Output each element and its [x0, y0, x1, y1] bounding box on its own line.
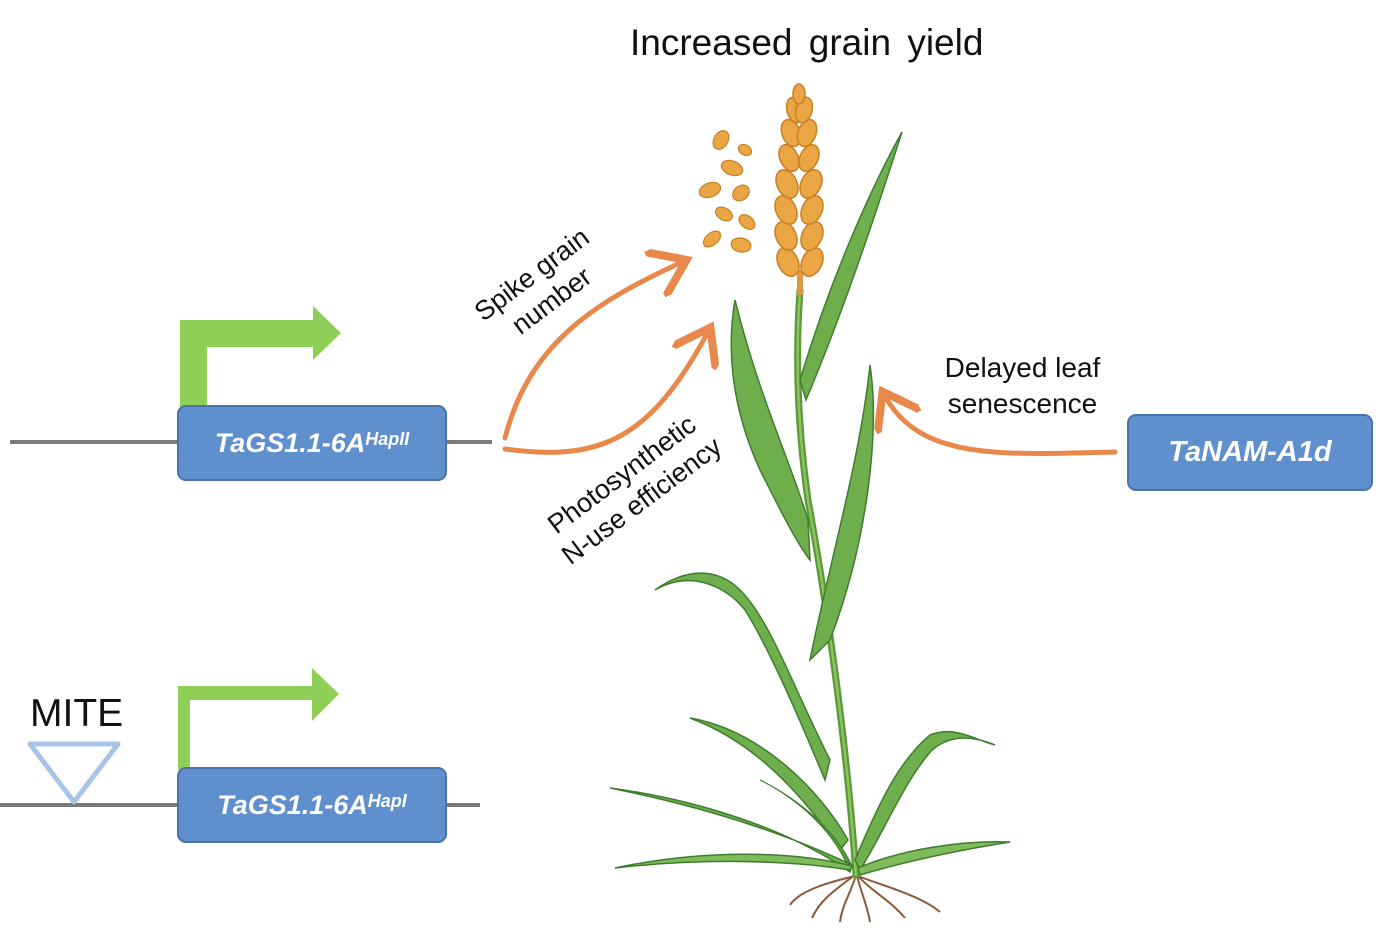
gene-name-nam: TaNAM-A1d — [1168, 436, 1332, 468]
gene-name-hap2: TaGS1.1-6A — [214, 427, 366, 458]
arrow-photosynthetic — [502, 332, 708, 455]
roots-icon — [789, 874, 941, 923]
gene-sup-hap1: HapI — [367, 790, 407, 811]
gene-box-nam: TaNAM-A1d — [1127, 414, 1373, 491]
arrow-spike-grain — [502, 262, 682, 441]
delayed-senescence-label: Delayed leaf senescence — [930, 350, 1115, 422]
arrow-delayed-senescence — [885, 396, 1118, 457]
gene-name-hap1: TaGS1.1-6A — [217, 789, 368, 820]
delayed-line2: senescence — [947, 388, 1098, 419]
delayed-line1: Delayed leaf — [944, 352, 1101, 383]
mite-triangle-icon — [27, 741, 121, 805]
wheat-plant-icon — [609, 83, 1011, 923]
diagram-title: Increased grain yield — [630, 22, 984, 63]
promoter-arrow-top — [180, 306, 341, 408]
spike-icon — [774, 83, 824, 277]
promoter-arrow-bottom — [178, 668, 339, 770]
grains-icon — [698, 130, 756, 253]
mite-label: MITE — [30, 692, 124, 735]
gene-sup-hap2: HapII — [365, 428, 410, 449]
